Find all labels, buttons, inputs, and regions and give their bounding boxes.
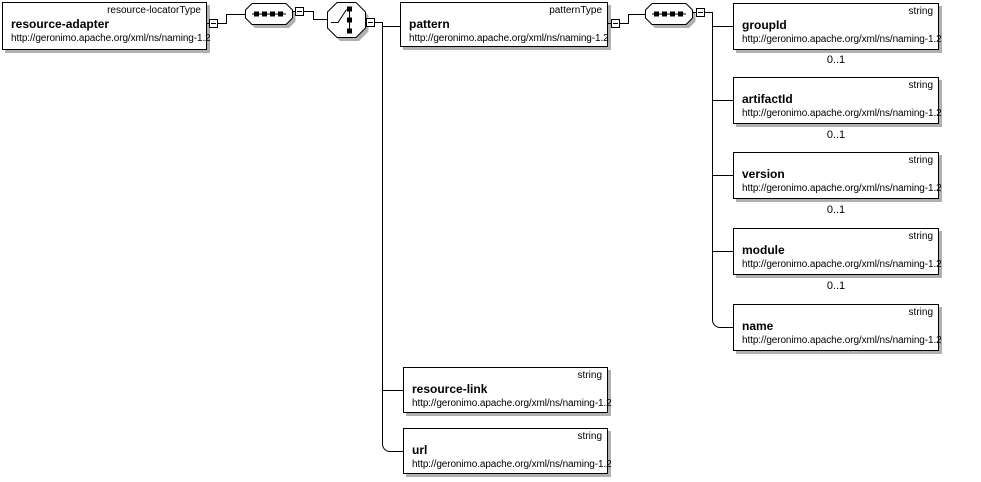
connector-line — [620, 23, 629, 24]
element-namespace: http://geronimo.apache.org/xml/ns/naming… — [742, 108, 942, 119]
element-namespace: http://geronimo.apache.org/xml/ns/naming… — [742, 34, 942, 45]
element-namespace: http://geronimo.apache.org/xml/ns/naming… — [11, 33, 211, 44]
connector-line — [226, 14, 245, 15]
element-namespace: http://geronimo.apache.org/xml/ns/naming… — [412, 459, 612, 470]
connector-line — [712, 251, 733, 252]
element-name: resource-link — [412, 382, 488, 396]
element-namespace: http://geronimo.apache.org/xml/ns/naming… — [412, 398, 612, 409]
element-box-module[interactable]: string module http://geronimo.apache.org… — [733, 228, 942, 275]
element-box-resource-adapter[interactable]: resource-locatorType resource-adapter ht… — [2, 2, 211, 50]
element-namespace: http://geronimo.apache.org/xml/ns/naming… — [742, 183, 942, 194]
element-box-version[interactable]: string version http://geronimo.apache.or… — [733, 152, 942, 199]
element-namespace: http://geronimo.apache.org/xml/ns/naming… — [742, 335, 942, 346]
connector-line — [382, 22, 383, 444]
cardinality-label: 0..1 — [826, 54, 846, 66]
type-label: string — [908, 155, 933, 166]
element-namespace: http://geronimo.apache.org/xml/ns/naming… — [742, 259, 942, 270]
collapse-toggle[interactable] — [696, 8, 705, 17]
collapse-toggle[interactable] — [209, 19, 218, 28]
connector-line — [293, 11, 295, 12]
connector-line — [382, 390, 403, 391]
connector-line — [712, 100, 733, 101]
collapse-toggle[interactable] — [295, 7, 304, 16]
connector-line — [226, 14, 227, 24]
type-label: string — [577, 431, 602, 442]
connector-line — [628, 14, 645, 15]
connector-line — [608, 23, 611, 24]
type-label: string — [908, 307, 933, 318]
connector-line — [382, 443, 403, 452]
connector-line — [712, 175, 733, 176]
minus-icon — [698, 12, 703, 13]
element-name: version — [742, 167, 785, 181]
element-name: groupId — [742, 18, 787, 32]
collapse-toggle[interactable] — [366, 18, 375, 27]
connector-line — [313, 11, 314, 20]
choice-connector-icon[interactable] — [327, 2, 371, 43]
cardinality-label: 0..1 — [826, 129, 846, 141]
connector-line — [705, 12, 713, 13]
element-box-pattern[interactable]: patternType pattern http://geronimo.apac… — [400, 2, 609, 47]
minus-icon — [211, 23, 216, 24]
connector-line — [693, 12, 696, 13]
connector-line — [382, 26, 400, 27]
sequence-connector-icon[interactable] — [645, 3, 698, 30]
element-name: resource-adapter — [11, 17, 110, 31]
connector-line — [304, 11, 314, 12]
element-name: artifactId — [742, 92, 793, 106]
connector-line — [218, 23, 227, 24]
element-box-artifactid[interactable]: string artifactId http://geronimo.apache… — [733, 77, 942, 124]
connector-line — [712, 26, 733, 27]
type-label: string — [908, 80, 933, 91]
sequence-connector-icon[interactable] — [245, 3, 298, 30]
connector-line — [628, 14, 629, 24]
type-label: string — [908, 231, 933, 242]
minus-icon — [368, 22, 373, 23]
minus-icon — [297, 11, 302, 12]
element-name: module — [742, 243, 785, 257]
connector-line — [375, 22, 383, 23]
connector-line — [313, 19, 327, 20]
type-label: patternType — [549, 5, 602, 16]
collapse-toggle[interactable] — [611, 19, 620, 28]
connector-line — [712, 319, 733, 328]
element-name: name — [742, 319, 774, 333]
element-box-resource-link[interactable]: string resource-link http://geronimo.apa… — [403, 367, 612, 413]
type-label: resource-locatorType — [107, 5, 201, 16]
element-namespace: http://geronimo.apache.org/xml/ns/naming… — [409, 33, 609, 44]
cardinality-label: 0..1 — [826, 280, 846, 292]
element-name: url — [412, 443, 428, 457]
connector-line — [712, 12, 713, 320]
cardinality-label: 0..1 — [826, 204, 846, 216]
element-box-url[interactable]: string url http://geronimo.apache.org/xm… — [403, 428, 612, 474]
element-box-groupid[interactable]: string groupId http://geronimo.apache.or… — [733, 3, 942, 50]
element-box-name[interactable]: string name http://geronimo.apache.org/x… — [733, 304, 942, 351]
type-label: string — [908, 6, 933, 17]
type-label: string — [577, 370, 602, 381]
minus-icon — [613, 23, 618, 24]
element-name: pattern — [409, 17, 450, 31]
